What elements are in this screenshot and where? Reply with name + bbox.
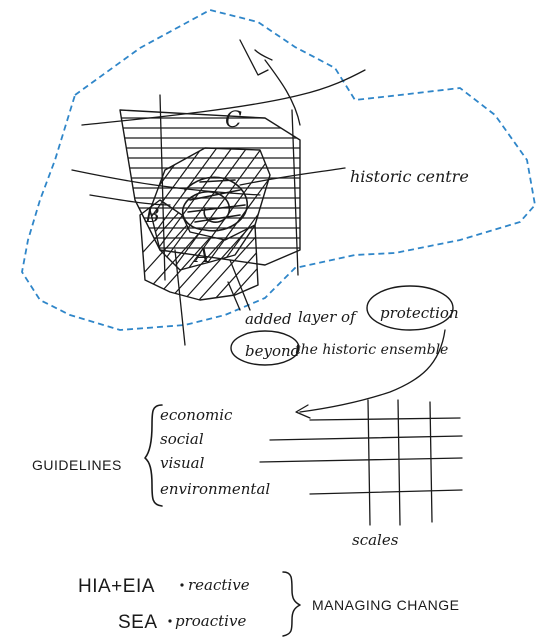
protection-pointer	[227, 281, 241, 311]
road-lines	[71, 39, 366, 346]
managing-change-label: MANAGING CHANGE	[312, 597, 460, 613]
guidelines-scales-grid	[259, 399, 463, 526]
guideline-social: social	[160, 430, 204, 448]
assessment-mode-reactive: reactive	[188, 576, 250, 594]
guidelines-heading: GUIDELINES	[32, 457, 122, 473]
historic-centre-label: historic centre	[350, 167, 469, 186]
protection-note-word-added: added	[245, 310, 292, 328]
protection-note-word-layer: layer of	[298, 308, 358, 326]
protection-note-word-ensemble: the historic ensemble	[295, 342, 448, 358]
scales-label: scales	[352, 531, 399, 549]
zone-outlines	[119, 109, 301, 301]
historic-centre-pointer	[239, 167, 346, 186]
dense-centre-scribble	[181, 176, 248, 232]
buffer-zone-boundary	[21, 9, 536, 331]
bullet-dot	[168, 619, 172, 623]
zone-a-label: A	[193, 243, 209, 267]
protection-circle	[366, 285, 454, 331]
assessment-mode-proactive: proactive	[175, 612, 246, 630]
guideline-environmental: environmental	[160, 480, 270, 498]
curved-arrow	[299, 329, 446, 413]
guidelines-brace	[144, 404, 163, 507]
beyond-circle	[230, 330, 300, 366]
arrow-head	[295, 404, 311, 419]
assessment-tool-sea: SEA	[118, 612, 158, 633]
guideline-economic: economic	[160, 406, 233, 424]
assessment-tool-hia-eia: HIA+EIA	[78, 576, 155, 597]
assessment-brace	[282, 571, 301, 637]
protection-note-word-protection: protection	[380, 304, 459, 322]
bullet-dot	[180, 583, 184, 587]
zone-c-label: C	[225, 108, 242, 133]
zone-b-label: B	[144, 203, 160, 227]
guideline-visual: visual	[160, 454, 205, 472]
protection-note-word-beyond: beyond	[245, 342, 300, 360]
